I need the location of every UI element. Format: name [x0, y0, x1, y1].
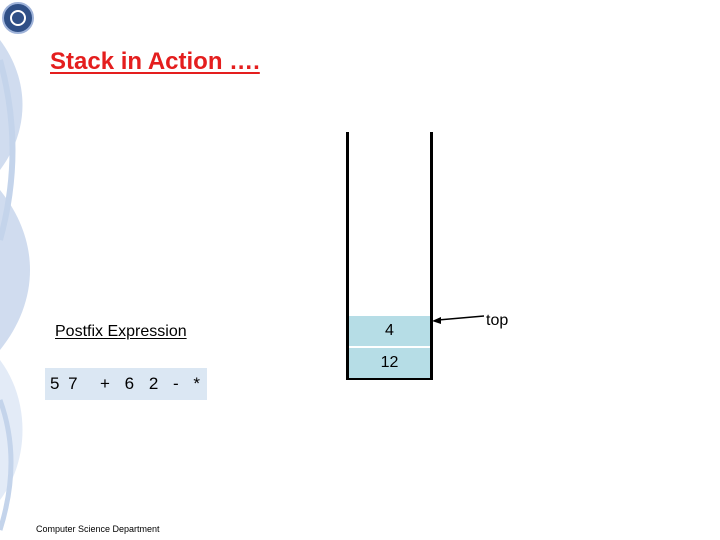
footer-text: Computer Science Department — [36, 524, 160, 534]
stack-top-pointer-label: top — [486, 312, 509, 329]
stack-left-wall — [346, 132, 349, 378]
postfix-expression-label: Postfix Expression — [55, 323, 187, 340]
stack-top-item: 4 — [349, 316, 430, 346]
slide-title: Stack in Action …. — [50, 48, 260, 75]
university-seal-icon — [2, 2, 34, 34]
stack-bottom-item: 12 — [349, 348, 430, 378]
expression-box — [45, 368, 207, 400]
stack-bottom-edge — [346, 378, 433, 380]
expression-remaining-tokens: + 6 2 - * — [100, 374, 203, 393]
stack-right-wall — [430, 132, 433, 378]
arrow-left-icon — [432, 315, 484, 324]
stack-slot-divider — [349, 346, 430, 348]
expression-consumed-tokens: 5 7 — [50, 374, 80, 393]
decorative-side-swooshes — [0, 40, 30, 531]
